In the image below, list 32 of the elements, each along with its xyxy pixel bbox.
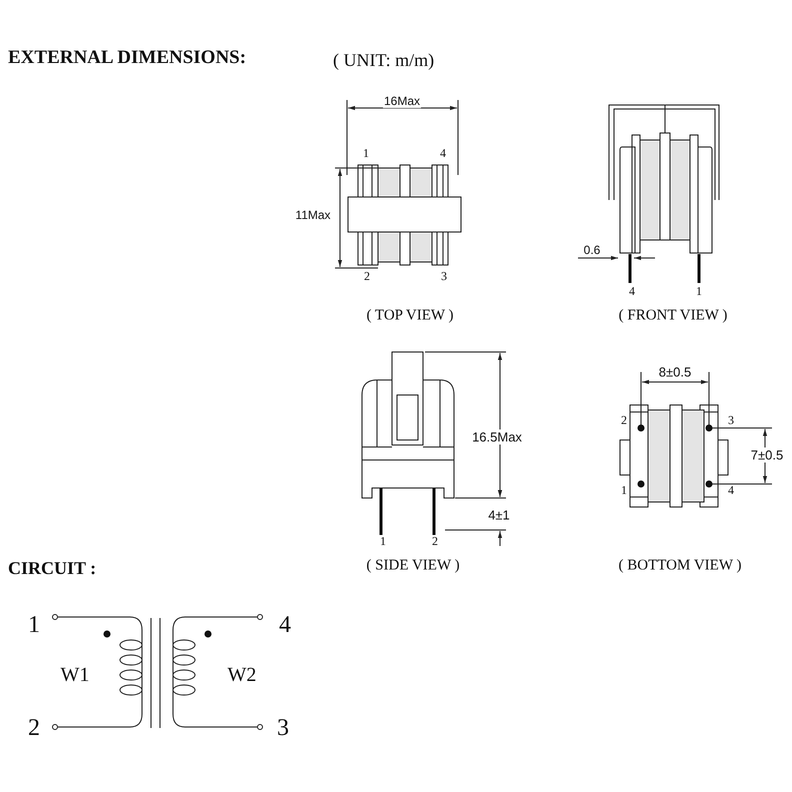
pin-number: 1	[621, 484, 627, 496]
pin-number: 4	[440, 147, 446, 159]
pin-number: 2	[432, 535, 438, 547]
dimension-label: 16Max	[382, 94, 422, 108]
winding-label: W2	[228, 665, 256, 685]
view-caption: ( FRONT VIEW )	[618, 308, 728, 324]
dimension-label: 11Max	[294, 208, 332, 222]
view-caption: ( SIDE VIEW )	[366, 558, 460, 574]
dimension-label: 0.6	[582, 243, 602, 257]
dimension-label: 16.5Max	[471, 430, 523, 444]
dimension-label: 8±0.5	[658, 364, 692, 380]
view-caption: ( BOTTOM VIEW )	[618, 558, 742, 574]
pin-number: 4	[629, 285, 635, 297]
dimension-label: 7±0.5	[750, 448, 784, 462]
unit-note: ( UNIT: m/m)	[333, 51, 434, 69]
terminal-number: 4	[279, 613, 291, 637]
winding-label: W1	[60, 665, 90, 685]
pin-number: 2	[621, 414, 627, 426]
pin-number: 1	[363, 147, 369, 159]
pin-number: 3	[728, 414, 734, 426]
section-heading: CIRCUIT :	[8, 559, 96, 577]
terminal-number: 1	[28, 613, 40, 637]
section-heading: EXTERNAL DIMENSIONS:	[8, 47, 246, 69]
view-caption: ( TOP VIEW )	[366, 308, 454, 324]
dimension-label: 4±1	[487, 508, 511, 522]
terminal-number: 3	[277, 716, 289, 740]
pin-number: 1	[380, 535, 386, 547]
terminal-number: 2	[28, 716, 40, 740]
pin-number: 4	[728, 484, 734, 496]
pin-number: 1	[696, 285, 702, 297]
pin-number: 2	[364, 270, 370, 282]
pin-number: 3	[441, 270, 447, 282]
